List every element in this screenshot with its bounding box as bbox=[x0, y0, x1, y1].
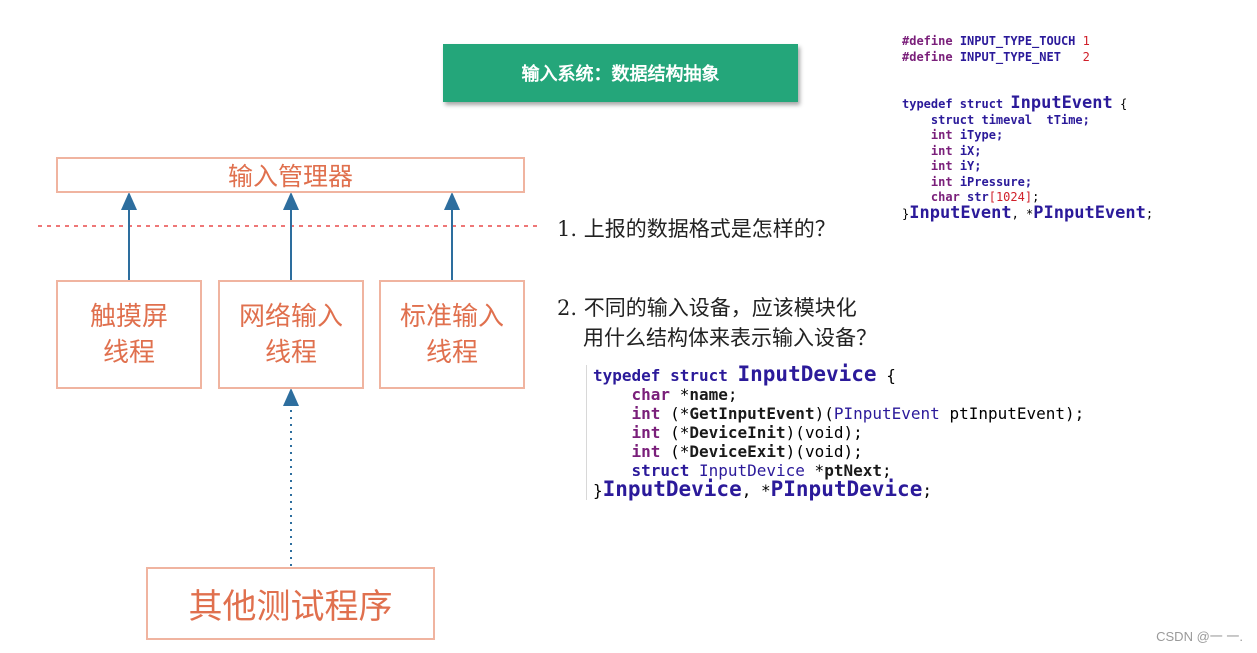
thread-label-line2: 线程 bbox=[425, 337, 478, 368]
section-title-banner: 输入系统：数据结构抽象 bbox=[443, 44, 798, 102]
code-type: char bbox=[631, 385, 671, 404]
code-type: int bbox=[930, 174, 953, 189]
code-punct: ; bbox=[727, 385, 738, 404]
network-thread-box: 网络输入 线程 bbox=[218, 280, 364, 389]
code-type: int bbox=[631, 423, 661, 442]
code-field: GetInputEvent bbox=[689, 404, 815, 423]
code-type: int bbox=[930, 143, 953, 158]
code-field: iPressure; bbox=[959, 174, 1033, 189]
code-type: char bbox=[930, 190, 960, 204]
touchscreen-thread-box: 触摸屏 线程 bbox=[56, 280, 202, 389]
code-brace: } bbox=[593, 481, 603, 500]
code-keyword: typedef struct bbox=[902, 97, 1004, 111]
code-type-alias: InputEvent bbox=[909, 202, 1012, 223]
code-punct: (* bbox=[660, 423, 690, 442]
code-field: DeviceInit bbox=[689, 423, 786, 442]
code-type: PInputEvent bbox=[833, 404, 940, 423]
code-punct: (* bbox=[660, 404, 690, 423]
code-field: str bbox=[967, 190, 989, 204]
code-punct: )(void); bbox=[785, 442, 863, 461]
code-value: 1 bbox=[1082, 34, 1090, 48]
code-type-alias: InputDevice bbox=[602, 477, 742, 501]
code-punct: ; bbox=[881, 461, 892, 480]
code-type: InputDevice bbox=[689, 461, 805, 480]
code-type: int bbox=[631, 442, 661, 461]
input-device-code-block: typedef struct InputDevice { char *name;… bbox=[586, 362, 1085, 501]
question-2-line2: 用什么结构体来表示输入设备？ bbox=[583, 326, 877, 350]
code-struct-name: InputEvent bbox=[1010, 93, 1113, 113]
code-punct: , * bbox=[1011, 206, 1034, 221]
code-keyword: typedef struct bbox=[593, 366, 728, 385]
input-manager-label: 输入管理器 bbox=[227, 162, 353, 191]
code-punct: ; bbox=[1032, 190, 1040, 204]
code-brace: { bbox=[886, 366, 896, 385]
code-field: name bbox=[689, 385, 728, 404]
code-macro: INPUT_TYPE_NET bbox=[959, 49, 1061, 64]
question-2: 2. 不同的输入设备，应该模块化 用什么结构体来表示输入设备？ bbox=[557, 293, 877, 353]
code-value: 2 bbox=[1082, 49, 1090, 64]
question-1: 1. 上报的数据格式是怎样的？ bbox=[557, 217, 836, 241]
code-keyword: #define bbox=[902, 34, 953, 48]
code-macro: INPUT_TYPE_TOUCH bbox=[959, 34, 1076, 48]
thread-label-line1: 标准输入 bbox=[399, 301, 504, 332]
code-field: iX; bbox=[959, 143, 982, 158]
code-punct: , * bbox=[741, 481, 771, 500]
stdin-thread-box: 标准输入 线程 bbox=[379, 280, 525, 389]
code-struct-name: InputDevice bbox=[737, 362, 877, 386]
thread-label-line2: 线程 bbox=[102, 337, 155, 368]
code-punct: ; bbox=[922, 481, 932, 500]
code-field: DeviceExit bbox=[689, 442, 786, 461]
code-brace: { bbox=[1119, 97, 1128, 111]
code-brace: } bbox=[902, 206, 910, 221]
test-program-label: 其他测试程序 bbox=[188, 587, 393, 627]
code-field: tTime; bbox=[1046, 112, 1090, 127]
code-type: int bbox=[631, 404, 661, 423]
watermark: CSDN @一 一. bbox=[1156, 629, 1243, 644]
code-type: struct timeval bbox=[930, 112, 1033, 127]
code-punct: * bbox=[804, 461, 825, 480]
code-field: ptNext bbox=[824, 461, 882, 480]
code-type: int bbox=[930, 128, 953, 142]
code-punct: (* bbox=[660, 442, 690, 461]
question-2-line1: 2. 不同的输入设备，应该模块化 bbox=[557, 296, 857, 320]
thread-label-line2: 线程 bbox=[264, 337, 317, 368]
code-punct: )(void); bbox=[785, 423, 863, 442]
section-title: 输入系统：数据结构抽象 bbox=[521, 64, 720, 85]
code-punct: * bbox=[670, 385, 690, 404]
input-manager-box: 输入管理器 bbox=[56, 157, 525, 193]
code-pointer-alias: PInputEvent bbox=[1033, 202, 1146, 223]
thread-label-line1: 触摸屏 bbox=[89, 301, 168, 332]
input-event-code-block: #define INPUT_TYPE_TOUCH 1 #define INPUT… bbox=[902, 34, 1153, 222]
code-field: iY; bbox=[959, 159, 982, 173]
test-program-box: 其他测试程序 bbox=[146, 567, 435, 640]
code-keyword: #define bbox=[902, 49, 953, 64]
code-array-size: [1024] bbox=[988, 190, 1033, 204]
code-keyword: struct bbox=[631, 461, 690, 480]
code-field: iType; bbox=[959, 128, 1004, 142]
code-pointer-alias: PInputDevice bbox=[770, 477, 923, 501]
code-punct: ; bbox=[1145, 206, 1154, 221]
code-punct: )( bbox=[814, 404, 834, 423]
code-punct: ); bbox=[1065, 404, 1085, 423]
thread-label-line1: 网络输入 bbox=[238, 301, 343, 332]
code-param: ptInputEvent bbox=[939, 404, 1066, 423]
code-type: int bbox=[930, 159, 953, 173]
